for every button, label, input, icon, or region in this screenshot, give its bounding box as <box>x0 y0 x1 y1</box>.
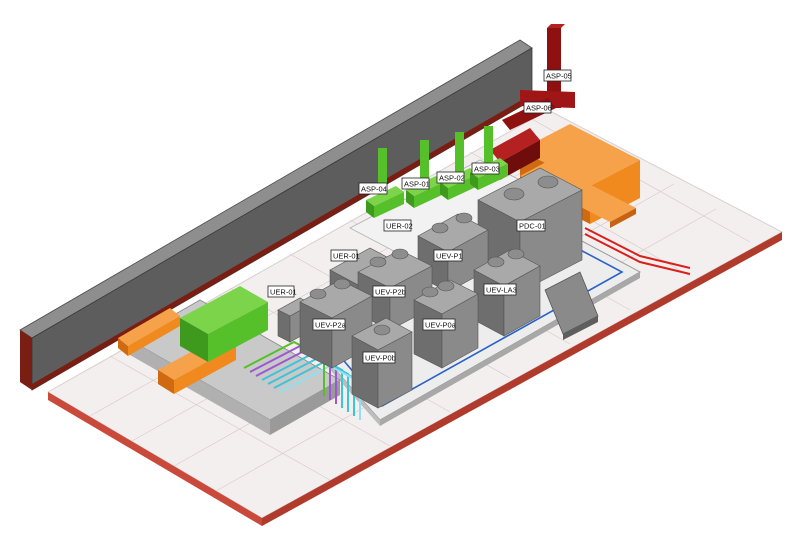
svg-text:UEV-LA3: UEV-LA3 <box>486 286 517 295</box>
svg-text:ASP-06: ASP-06 <box>526 104 552 113</box>
fan-grilles <box>309 175 559 336</box>
svg-text:ASP-02: ASP-02 <box>439 174 465 183</box>
label-uer02: UER-02 <box>383 219 413 232</box>
svg-text:UEV-P0a: UEV-P0a <box>425 321 457 330</box>
label-asp05: ASP-05 <box>543 69 572 82</box>
red-service-lines <box>584 227 691 275</box>
wall-end <box>20 330 32 390</box>
svg-text:UEV-P1: UEV-P1 <box>436 252 463 261</box>
label-uevp0b: UEV-P0b <box>362 351 396 364</box>
label-uevp2b: UEV-P2b <box>372 285 406 298</box>
cable-ramp <box>544 271 599 340</box>
label-asp04: ASP-04 <box>358 182 388 195</box>
stack-asp04 <box>366 148 404 218</box>
label-uer01: UER-01 <box>267 285 297 298</box>
svg-text:UEV-P2a: UEV-P2a <box>315 321 347 330</box>
svg-text:ASP-04: ASP-04 <box>361 185 387 194</box>
svg-text:ASP-03: ASP-03 <box>474 165 500 174</box>
label-asp02: ASP-02 <box>436 171 465 184</box>
svg-text:PDC-01: PDC-01 <box>519 222 546 231</box>
label-asp03: ASP-03 <box>471 162 500 175</box>
equipment-labels: ASP-05 ASP-06 ASP-04 ASP-01 ASP-02 ASP-0… <box>267 69 572 364</box>
label-asp01: ASP-01 <box>401 177 430 190</box>
svg-text:UER-01: UER-01 <box>333 252 360 261</box>
unit-uevp0a <box>413 279 479 369</box>
label-uer01-top: UER-01 <box>330 249 360 262</box>
floor-edge-right <box>262 232 782 526</box>
floor-edge-front <box>48 392 262 526</box>
svg-text:UEV-P0b: UEV-P0b <box>365 354 396 363</box>
svg-text:UEV-P2b: UEV-P2b <box>375 288 406 297</box>
label-uevp1: UEV-P1 <box>433 249 463 262</box>
svg-text:ASP-05: ASP-05 <box>546 72 572 81</box>
label-uevp2a: UEV-P2a <box>312 318 347 331</box>
label-asp06: ASP-06 <box>523 101 552 114</box>
label-uevp0a: UEV-P0a <box>422 318 457 331</box>
label-uevla3: UEV-LA3 <box>483 283 517 296</box>
svg-text:UER-02: UER-02 <box>386 222 413 231</box>
svg-text:UER-01: UER-01 <box>270 288 297 297</box>
label-pdc01: PDC-01 <box>516 219 546 232</box>
svg-text:ASP-01: ASP-01 <box>404 180 430 189</box>
green-air-handling-unit <box>180 286 268 362</box>
equipment-units <box>277 167 583 409</box>
